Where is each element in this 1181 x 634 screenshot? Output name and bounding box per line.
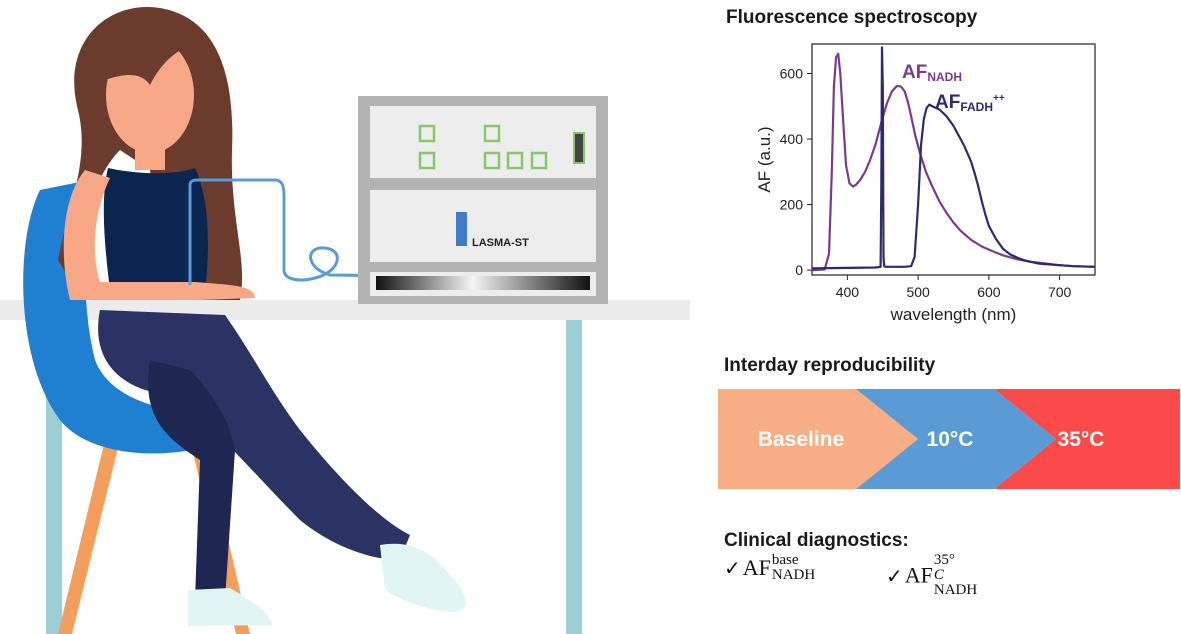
diagnostic-symbol: AF [904, 562, 933, 588]
illustration: LASMA-ST [0, 6, 690, 634]
shirt [103, 168, 208, 290]
heading-diagnostics: Clinical diagnostics: [724, 530, 909, 551]
leg [148, 360, 235, 600]
x-tick-label: 400 [836, 284, 860, 300]
series-label-nadh: AFNADH [902, 62, 962, 84]
y-tick-label: 600 [780, 65, 804, 81]
step-arrow-0 [718, 389, 918, 489]
diagnostic-superscript: base [771, 552, 799, 568]
y-axis-label: AF (a.u.) [755, 126, 774, 192]
series-label-fadh: AFFADH++ [935, 92, 1005, 114]
x-tick-label: 500 [906, 284, 930, 300]
laser-indicator [456, 212, 467, 246]
x-axis-label: wavelength (nm) [890, 305, 1017, 324]
device-panel [370, 106, 596, 178]
spectrum-chart: 400 500 600 700 0 200 400 600 wavelength (nm) AF … [755, 43, 1096, 324]
y-tick-label: 400 [780, 131, 804, 147]
step-label-2: 35°C [1058, 428, 1105, 451]
heading-reproducibility: Interday reproducibility [724, 355, 936, 376]
heading-spectroscopy: Fluorescence spectroscopy [726, 7, 978, 28]
series-line-nadh [811, 52, 1096, 272]
step-arrow-1 [856, 389, 1056, 489]
shoe [380, 543, 466, 612]
person [58, 6, 466, 626]
plot-frame [811, 43, 1096, 276]
step-arrows: Baseline 10°C 35°C [718, 389, 1180, 489]
y-tick-label: 0 [795, 262, 803, 278]
diagnostic-symbol: AF [742, 555, 771, 581]
table-leg-right [566, 320, 582, 634]
indicator-square [483, 151, 501, 170]
diagnostic-superscript: 35°C [933, 552, 955, 583]
arm [63, 170, 255, 300]
indicator-square [418, 124, 436, 143]
series-line-fadh [811, 46, 1096, 270]
check-icon: ✓ [886, 563, 903, 588]
diagnostic-subscript: NADH [771, 567, 816, 583]
step-label-1: 10°C [927, 428, 974, 451]
fiber-slot [376, 276, 590, 290]
chair-leg [58, 440, 120, 634]
shoe [188, 588, 272, 626]
lasma-device: LASMA-ST [358, 96, 608, 304]
step-label-0: Baseline [758, 428, 844, 451]
neck [135, 140, 165, 170]
indicator-square [418, 151, 436, 170]
x-tick-label: 700 [1048, 284, 1072, 300]
device-label: LASMA-ST [472, 237, 529, 249]
hair-fringe [105, 33, 200, 85]
indicator-square [530, 151, 548, 170]
step-arrow-2 [994, 389, 1180, 489]
indicator-square [506, 151, 524, 170]
check-icon: ✓ [724, 556, 741, 581]
indicator-square [483, 124, 501, 143]
y-tick-label: 200 [780, 197, 804, 213]
device-panel [370, 190, 596, 262]
status-light [573, 132, 585, 164]
x-tick-label: 600 [977, 284, 1001, 300]
fiber-cable [188, 178, 409, 285]
diagnostic-subscript: NADH [933, 582, 978, 598]
